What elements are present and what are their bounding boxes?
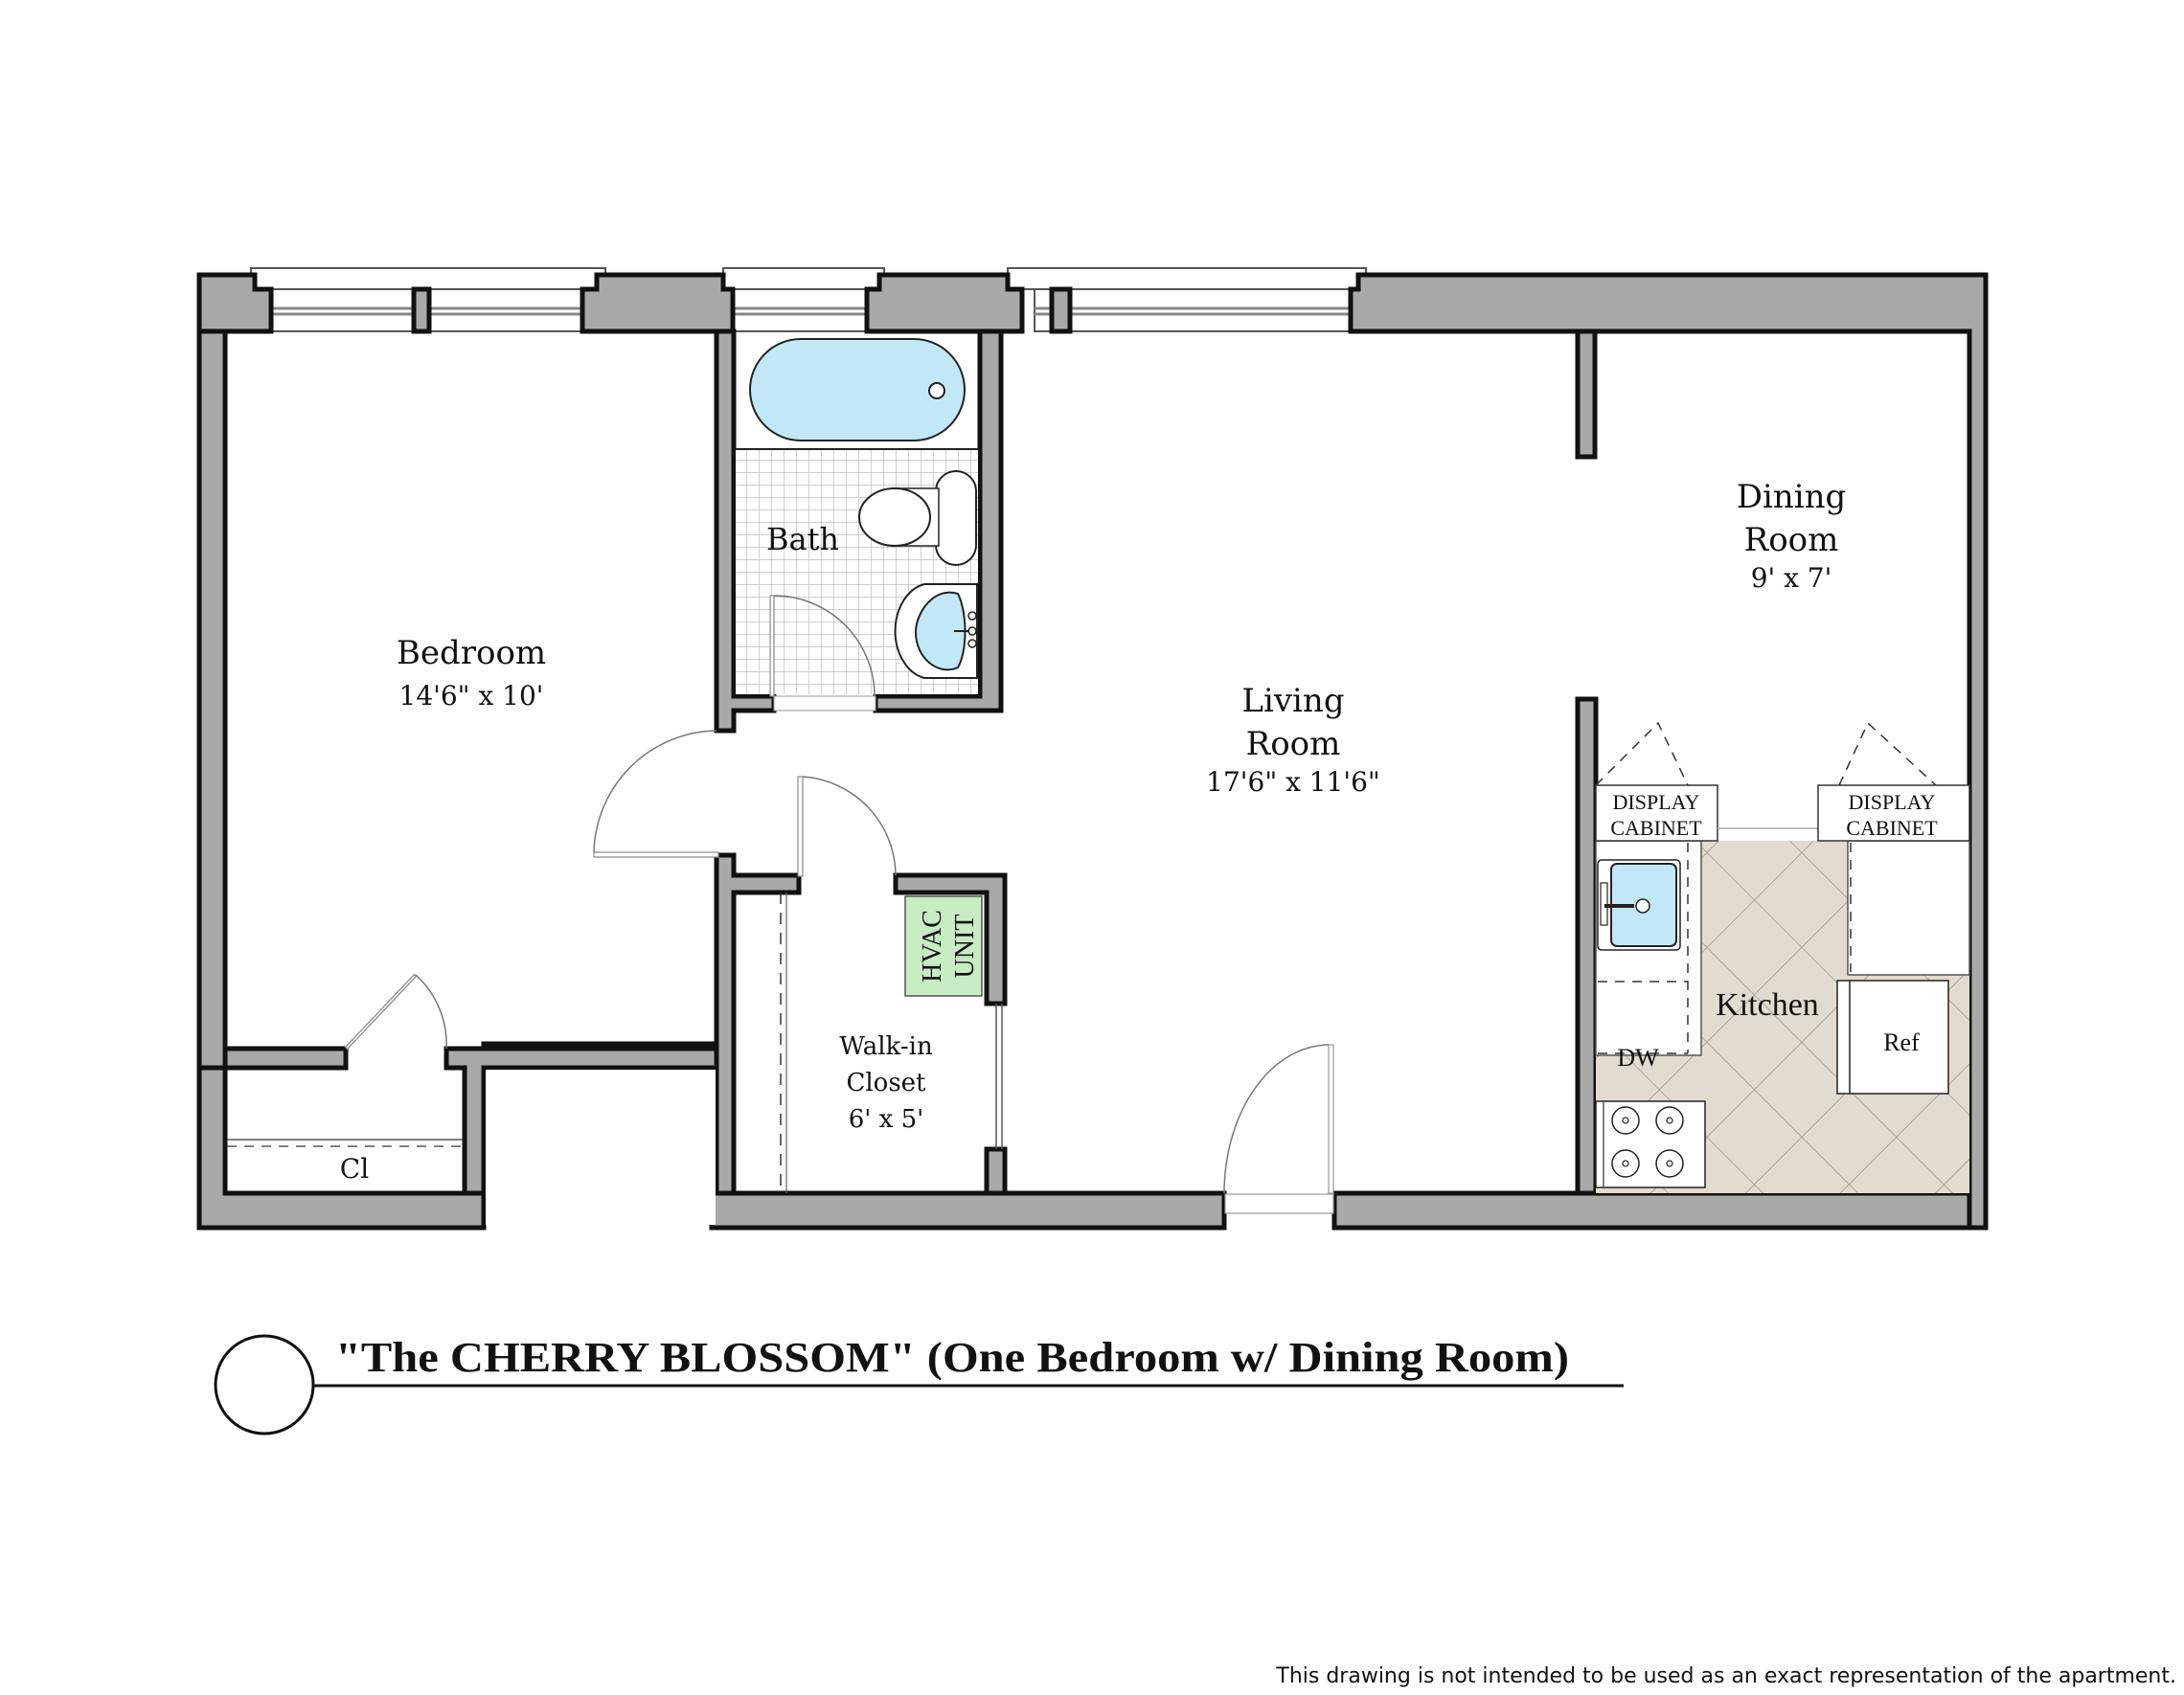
disclaimer: This drawing is not intended to be used … [1276, 1664, 2176, 1688]
refrigerator-icon: Ref [1836, 980, 1949, 1095]
room-label-linen-closet: Cl [340, 1153, 369, 1185]
stove-icon [1595, 1100, 1706, 1188]
bath-door[interactable] [769, 595, 876, 712]
hvac-unit: HVAC UNIT [904, 895, 983, 997]
bathtub-icon [749, 338, 966, 441]
hvac-label-2: UNIT [950, 915, 980, 979]
linen-closet: Cl [227, 973, 463, 1185]
room-label-bedroom: Bedroom [397, 634, 546, 672]
dining-room: Dining Room 9' x 7' [1737, 478, 1847, 594]
sink-icon [894, 583, 978, 679]
counter-right [1847, 840, 1970, 976]
wall-closet-right-top [893, 872, 1008, 1006]
title-block: "The CHERRY BLOSSOM" (One Bedroom w/ Din… [214, 1334, 1624, 1435]
wall-top-mid2 [864, 272, 1025, 334]
mullion-living [1049, 286, 1073, 334]
wall-top-mid1 [580, 272, 736, 334]
display-cabinet-left-label-1: DISPLAY [1613, 790, 1700, 814]
bathroom: Bath [736, 338, 978, 712]
room-label-closet-1: Walk-in [839, 1032, 933, 1061]
mullion-bedroom [411, 286, 432, 334]
bedroom: Bedroom 14'6" x 10' [397, 634, 719, 858]
plan-title: "The CHERRY BLOSSOM" (One Bedroom w/ Din… [335, 1334, 1569, 1381]
toilet-icon [858, 470, 977, 566]
room-label-dining-1: Dining [1737, 478, 1847, 516]
wall-closet-right-bottom [984, 1146, 1008, 1196]
room-label-bath: Bath [766, 521, 839, 557]
walk-in-closet: HVAC UNIT Walk-in Closet 6' x 5' [780, 776, 1003, 1193]
display-cabinet-left-label-2: CABINET [1610, 816, 1702, 840]
kitchen: DW Ref Kitchen DISPLAY CABINET [1595, 721, 1970, 1193]
wall-bottom-right [1331, 1190, 1972, 1231]
display-cabinet-right: DISPLAY CABINET [1817, 721, 1970, 842]
title-circle [214, 1334, 315, 1435]
dishwasher-label: DW [1617, 1044, 1659, 1072]
window-glazing [270, 288, 1352, 332]
kitchen-sink-icon [1597, 859, 1681, 951]
room-size-bedroom: 14'6" x 10' [399, 680, 544, 712]
room-label-closet-2: Closet [846, 1069, 926, 1097]
room-label-living-1: Living [1241, 682, 1344, 720]
entry-door[interactable] [1223, 1044, 1334, 1214]
wall-kitchen-left [1575, 696, 1599, 1196]
tub-drain-icon [928, 382, 945, 399]
display-cabinet-right-label-1: DISPLAY [1849, 790, 1936, 814]
room-label-kitchen: Kitchen [1716, 987, 1819, 1023]
wall-dining-stub [1575, 328, 1598, 460]
room-size-closet: 6' x 5' [849, 1105, 924, 1134]
display-cabinet-left: DISPLAY CABINET [1595, 721, 1718, 842]
room-size-living: 17'6" x 11'6" [1206, 766, 1380, 798]
display-cabinet-right-label-2: CABINET [1846, 816, 1938, 840]
refrigerator-label: Ref [1883, 1028, 1920, 1056]
exterior-gap [486, 1070, 716, 1225]
room-label-living-2: Room [1246, 725, 1341, 763]
window-bath-sill [722, 267, 885, 290]
room-size-dining: 9' x 7' [1751, 562, 1832, 594]
wall-bedroom-bottom-left [222, 1046, 349, 1071]
living-room: Living Room 17'6" x 11'6" [1206, 682, 1380, 1214]
room-label-dining-2: Room [1744, 521, 1839, 559]
hvac-label-1: HVAC [918, 910, 947, 983]
linen-closet-door[interactable] [344, 973, 447, 1051]
closet-outer [196, 1049, 487, 1231]
window-living-sill [1007, 267, 1367, 290]
wall-bottom-left [709, 1190, 1227, 1231]
closet-door[interactable] [797, 776, 897, 877]
window-bedroom-sill [250, 267, 606, 290]
walls [196, 272, 1989, 1231]
bedroom-door[interactable] [593, 730, 719, 858]
